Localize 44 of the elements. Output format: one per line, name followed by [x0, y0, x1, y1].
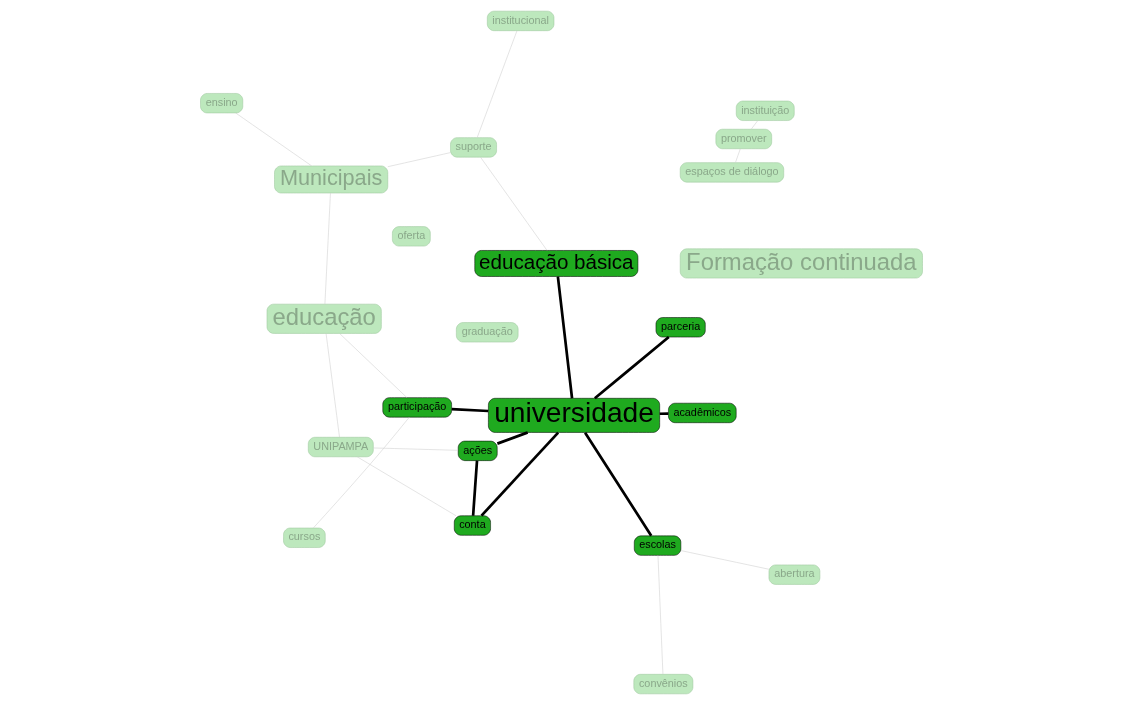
node-box: institucional [487, 10, 555, 31]
node-box: ensino [200, 92, 244, 113]
node-box: convênios [633, 673, 694, 694]
node-box: abertura [768, 564, 821, 585]
node-box: UNIPAMPA [308, 436, 374, 457]
connector [480, 156, 548, 251]
connector [680, 549, 770, 569]
connector [556, 275, 574, 398]
node-box: conta [454, 515, 491, 536]
node-box: espaços de diálogo [679, 161, 784, 182]
connector [471, 460, 479, 516]
connector [387, 151, 451, 167]
node-box: universidade [488, 397, 660, 433]
node-box: ações [457, 440, 498, 461]
connector [325, 332, 340, 437]
node-box: promover [715, 128, 772, 149]
connector [480, 431, 560, 517]
connector [451, 407, 489, 412]
connector [593, 335, 670, 399]
connector [313, 416, 410, 528]
node-box: suporte [450, 136, 497, 157]
connector [476, 30, 518, 138]
connector [324, 192, 331, 304]
connector [583, 431, 653, 536]
node-box: parceria [655, 316, 706, 337]
connector [339, 332, 408, 398]
node-box: graduação [456, 321, 519, 342]
connector [496, 430, 529, 445]
node-box: acadêmicos [668, 402, 737, 423]
node-box: participação [382, 396, 452, 417]
node-box: cursos [283, 527, 326, 548]
node-box: oferta [392, 225, 431, 246]
node-box: Municipais [274, 165, 389, 193]
node-box: educação básica [474, 249, 639, 277]
node-box: Formação continuada [679, 248, 923, 278]
node-box: escolas [634, 535, 682, 556]
connector [735, 148, 741, 163]
node-box: instituição [736, 100, 795, 121]
node-box: educação [266, 303, 382, 334]
connector [235, 112, 312, 166]
connector [356, 456, 457, 516]
connector [751, 119, 758, 129]
connector [657, 554, 664, 674]
connector [659, 411, 669, 415]
